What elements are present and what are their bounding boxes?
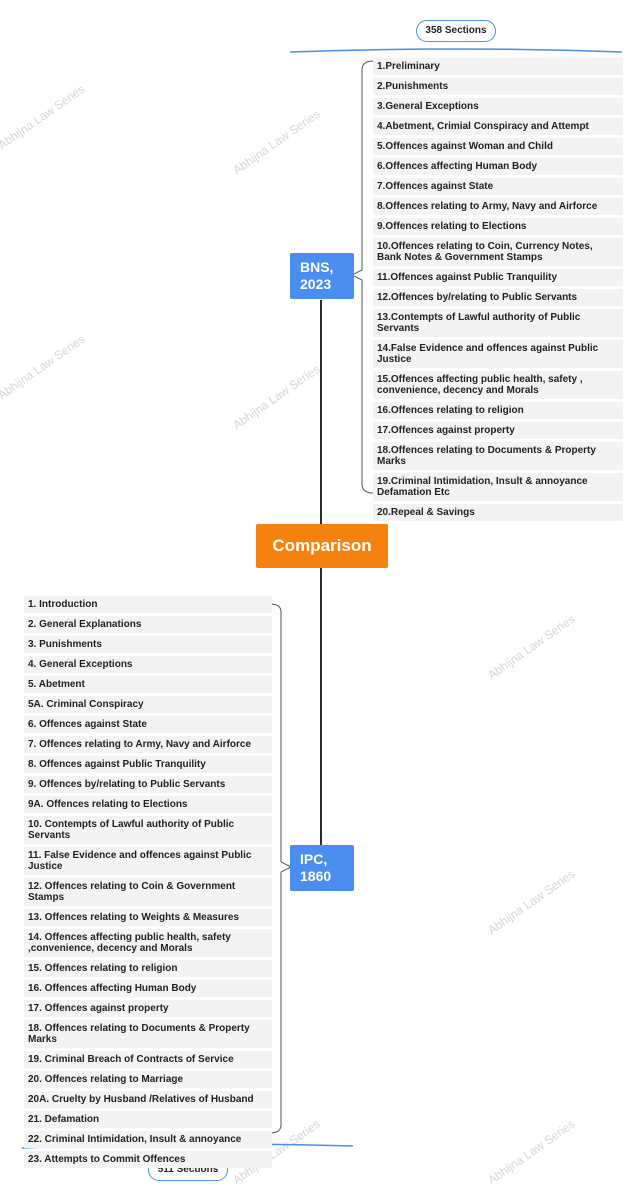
list-item: 23. Attempts to Commit Offences bbox=[24, 1151, 272, 1168]
list-item: 20. Offences relating to Marriage bbox=[24, 1071, 272, 1088]
list-item: 2. General Explanations bbox=[24, 616, 272, 633]
list-item: 19.Criminal Intimidation, Insult & annoy… bbox=[373, 473, 623, 501]
list-item: 19. Criminal Breach of Contracts of Serv… bbox=[24, 1051, 272, 1068]
list-item: 5. Abetment bbox=[24, 676, 272, 693]
ipc-node[interactable]: IPC, 1860 bbox=[290, 845, 354, 891]
spine-bottom bbox=[320, 568, 322, 846]
list-item: 1. Introduction bbox=[24, 596, 272, 613]
list-item: 3.General Exceptions bbox=[373, 98, 623, 115]
list-item: 13. Offences relating to Weights & Measu… bbox=[24, 909, 272, 926]
list-item: 6.Offences affecting Human Body bbox=[373, 158, 623, 175]
list-item: 15. Offences relating to religion bbox=[24, 960, 272, 977]
bns-chapter-list: 1.Preliminary 2.Punishments 3.General Ex… bbox=[373, 58, 623, 524]
bns-node[interactable]: BNS, 2023 bbox=[290, 253, 354, 299]
list-item: 17. Offences against property bbox=[24, 1000, 272, 1017]
spine-top bbox=[320, 300, 322, 524]
list-item: 17.Offences against property bbox=[373, 422, 623, 439]
list-item: 8. Offences against Public Tranquility bbox=[24, 756, 272, 773]
list-item: 9A. Offences relating to Elections bbox=[24, 796, 272, 813]
list-item: 8.Offences relating to Army, Navy and Ai… bbox=[373, 198, 623, 215]
list-item: 1.Preliminary bbox=[373, 58, 623, 75]
list-item: 10.Offences relating to Coin, Currency N… bbox=[373, 238, 623, 266]
list-item: 21. Defamation bbox=[24, 1111, 272, 1128]
list-item: 11. False Evidence and offences against … bbox=[24, 847, 272, 875]
list-item: 7. Offences relating to Army, Navy and A… bbox=[24, 736, 272, 753]
list-item: 18.Offences relating to Documents & Prop… bbox=[373, 442, 623, 470]
list-item: 11.Offences against Public Tranquility bbox=[373, 269, 623, 286]
list-item: 13.Contempts of Lawful authority of Publ… bbox=[373, 309, 623, 337]
list-item: 14.False Evidence and offences against P… bbox=[373, 340, 623, 368]
ipc-chapter-list: 1. Introduction 2. General Explanations … bbox=[24, 596, 272, 1171]
comparison-node[interactable]: Comparison bbox=[256, 524, 388, 568]
list-item: 18. Offences relating to Documents & Pro… bbox=[24, 1020, 272, 1048]
list-item: 9.Offences relating to Elections bbox=[373, 218, 623, 235]
bns-sections-count: 358 Sections bbox=[416, 20, 496, 42]
list-item: 5.Offences against Woman and Child bbox=[373, 138, 623, 155]
list-item: 5A. Criminal Conspiracy bbox=[24, 696, 272, 713]
list-item: 20.Repeal & Savings bbox=[373, 504, 623, 521]
list-item: 6. Offences against State bbox=[24, 716, 272, 733]
list-item: 20A. Cruelty by Husband /Relatives of Hu… bbox=[24, 1091, 272, 1108]
list-item: 4.Abetment, Crimial Conspiracy and Attem… bbox=[373, 118, 623, 135]
list-item: 7.Offences against State bbox=[373, 178, 623, 195]
list-item: 4. General Exceptions bbox=[24, 656, 272, 673]
list-item: 15.Offences affecting public health, saf… bbox=[373, 371, 623, 399]
list-item: 2.Punishments bbox=[373, 78, 623, 95]
list-item: 14. Offences affecting public health, sa… bbox=[24, 929, 272, 957]
list-item: 10. Contempts of Lawful authority of Pub… bbox=[24, 816, 272, 844]
list-item: 22. Criminal Intimidation, Insult & anno… bbox=[24, 1131, 272, 1148]
list-item: 9. Offences by/relating to Public Servan… bbox=[24, 776, 272, 793]
list-item: 16.Offences relating to religion bbox=[373, 402, 623, 419]
list-item: 16. Offences affecting Human Body bbox=[24, 980, 272, 997]
list-item: 12. Offences relating to Coin & Governme… bbox=[24, 878, 272, 906]
list-item: 12.Offences by/relating to Public Servan… bbox=[373, 289, 623, 306]
list-item: 3. Punishments bbox=[24, 636, 272, 653]
